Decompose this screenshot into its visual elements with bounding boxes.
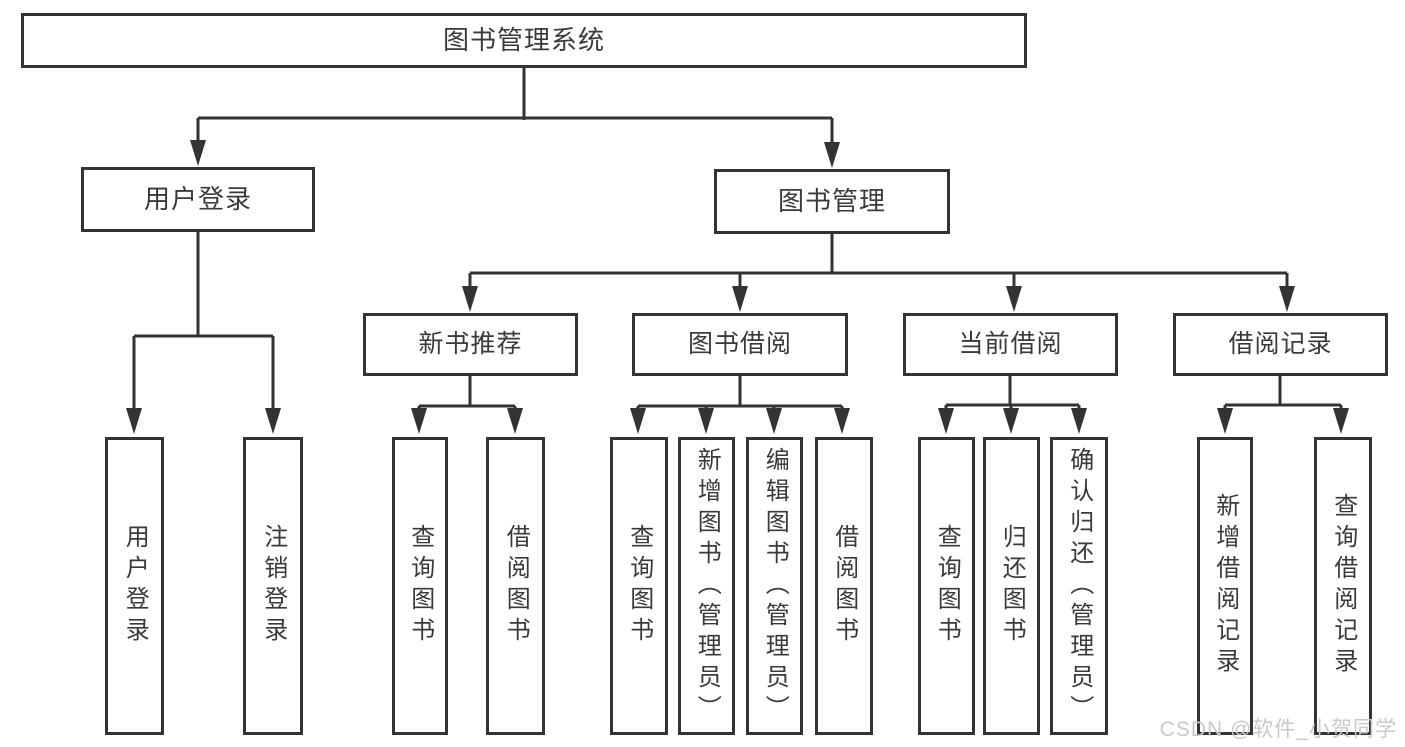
leaf-logout: 注销登录 [243,437,303,735]
leaf-query-borrow-record: 查询借阅记录 [1314,437,1372,735]
leaf-confirm-return-admin: 确认归还（管理员） [1050,437,1108,735]
node-user-login: 用户登录 [81,167,315,232]
leaf-borrow-books-recommend: 借阅图书 [486,437,545,735]
leaf-add-borrow-record: 新增借阅记录 [1197,437,1253,735]
node-new-book-recommendation: 新书推荐 [363,313,578,376]
leaf-edit-books-admin: 编辑图书（管理员） [746,437,803,735]
node-library-management-system: 图书管理系统 [21,13,1027,68]
leaf-query-books-current: 查询图书 [918,437,975,735]
leaf-return-books: 归还图书 [983,437,1040,735]
leaf-query-books-borrowing: 查询图书 [610,437,668,735]
node-current-borrowing: 当前借阅 [903,313,1118,376]
node-book-management: 图书管理 [714,169,950,234]
node-book-borrowing: 图书借阅 [632,313,848,376]
leaf-query-books-recommend: 查询图书 [392,437,448,735]
leaf-user-login: 用户登录 [105,437,164,735]
csdn-watermark: CSDN @软件_小贺同学 [1159,718,1397,741]
node-borrowing-records: 借阅记录 [1173,313,1388,376]
leaf-add-books-admin: 新增图书（管理员） [678,437,735,735]
leaf-borrow-books: 借阅图书 [815,437,873,735]
